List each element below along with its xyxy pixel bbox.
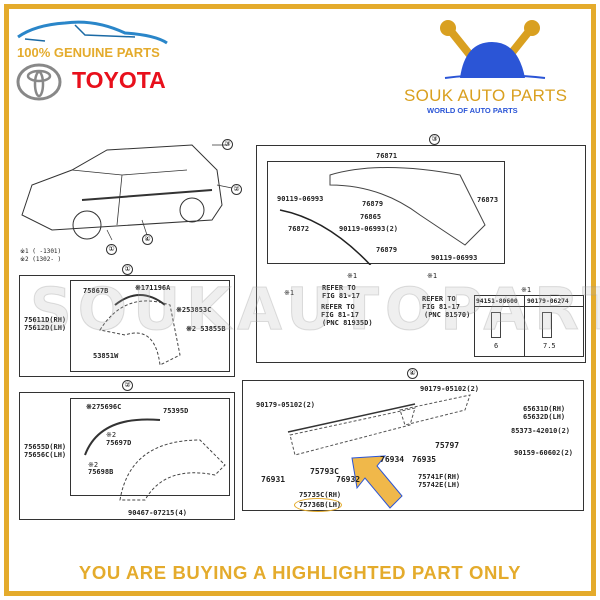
part-label: ※2 xyxy=(106,431,117,439)
panel1-title: ① xyxy=(122,264,133,275)
panel-1-inner xyxy=(70,280,230,372)
panel-4 xyxy=(242,380,584,511)
part-label: 76872 xyxy=(288,225,310,233)
part-label: 75697D xyxy=(106,439,132,447)
part-label: REFER TO xyxy=(422,295,456,303)
part-label: ※275696C xyxy=(86,403,122,411)
part-label: REFER TO xyxy=(322,284,356,292)
spoiler-drawing xyxy=(279,167,486,265)
part-label: 90119-06993(2) xyxy=(339,225,399,233)
part-label: 90179-06274 xyxy=(527,298,569,305)
fastener-table xyxy=(474,295,584,357)
footer-disclaimer: YOU ARE BUYING A HIGHLIGHTED PART ONLY xyxy=(78,562,522,583)
part-label: FIG 81-17 xyxy=(422,303,460,311)
genuine-parts-text: 100% GENUINE PARTS xyxy=(17,45,160,60)
part-label: 75698B xyxy=(88,468,114,476)
rocker-moulding-drawing xyxy=(287,394,471,456)
part-label: ※171196A xyxy=(135,284,171,292)
highlight-ellipse xyxy=(294,498,342,512)
vehicle-overview-drawing xyxy=(21,144,233,241)
toyota-emblem xyxy=(16,63,62,101)
panel-2 xyxy=(19,392,235,520)
nut-icon xyxy=(542,312,552,338)
part-label: FIG 81-17 xyxy=(322,292,360,300)
part-label: 76865 xyxy=(360,213,382,221)
part-label: 90119-06993 xyxy=(431,254,478,262)
part-label: 76934 xyxy=(380,455,405,464)
part-label: 85373-42010(2) xyxy=(511,427,571,435)
part-label: (PNC 81570) xyxy=(424,311,471,319)
part-label: ※2 xyxy=(88,461,99,469)
car-silhouette-logo xyxy=(17,20,168,45)
part-label: 76873 xyxy=(477,196,499,204)
note-2: ※2 (1302- ) xyxy=(20,256,62,263)
highlight-arrow-icon xyxy=(351,455,403,509)
gold-frame xyxy=(4,4,596,596)
souk-wrench-logo xyxy=(440,20,546,79)
part-label: 90467-07215(4) xyxy=(128,509,188,517)
part-label: ※1 xyxy=(284,289,295,297)
part-label: 75742E(LH) xyxy=(418,481,461,489)
part-label: 90159-60602(2) xyxy=(514,449,574,457)
highlighted-part-label: 75736B(LH) xyxy=(299,501,342,509)
part-label: 75741F(RH) xyxy=(418,473,461,481)
divider xyxy=(524,295,525,357)
panel-3-inner xyxy=(267,161,505,264)
part-label: 75867B xyxy=(83,287,109,295)
shop-tagline: WORLD OF AUTO PARTS xyxy=(427,106,518,115)
part-label: 76879 xyxy=(362,200,384,208)
part-label: ※253853C xyxy=(176,306,212,314)
part-label: 90119-06993 xyxy=(277,195,324,203)
nut-icon xyxy=(491,312,501,338)
part-label: 75735C(RH) xyxy=(299,491,342,499)
part-label: 75793C xyxy=(310,467,339,476)
part-label: ※1 xyxy=(521,286,532,294)
part-label: ※1 xyxy=(347,272,358,280)
part-label: (PNC 81935D) xyxy=(322,319,373,327)
part-label: 53851W xyxy=(93,352,119,360)
dimension-label: 6 xyxy=(494,342,499,350)
panel-1 xyxy=(19,275,235,377)
panel3-title: ③ xyxy=(429,134,440,145)
part-label: ※1 xyxy=(427,272,438,280)
part-label: 90179-05102(2) xyxy=(256,401,316,409)
note-1: ※1 ( -1301) xyxy=(20,248,62,255)
part-label: 90179-05102(2) xyxy=(420,385,480,393)
rear-fender-drawing xyxy=(84,418,226,501)
part-label: 65631D(RH) xyxy=(523,405,566,413)
part-label: 75656C(LH) xyxy=(24,451,67,459)
divider xyxy=(474,306,584,307)
part-label: 75655D(RH) xyxy=(24,443,67,451)
part-label: 75797 xyxy=(435,441,460,450)
panel-3 xyxy=(256,145,586,363)
part-label: 76871 xyxy=(376,152,398,160)
part-label: 76931 xyxy=(261,475,286,484)
part-label: 75395D xyxy=(163,407,189,415)
toyota-wordmark: TOYOTA xyxy=(72,67,166,93)
part-label: 75612D(LH) xyxy=(24,324,67,332)
part-label: 76932 xyxy=(336,475,361,484)
part-label: 76935 xyxy=(412,455,437,464)
callout-3: ③ xyxy=(222,139,233,150)
part-label: 94151-80600 xyxy=(476,298,518,305)
panel2-title: ② xyxy=(122,380,133,391)
shop-name: SOUK AUTO PARTS xyxy=(404,86,568,105)
callout-1: ① xyxy=(106,244,117,255)
part-label: 75611D(RH) xyxy=(24,316,67,324)
part-label: 65632D(LH) xyxy=(523,413,566,421)
fender-arch-drawing xyxy=(99,294,181,366)
part-label: 76879 xyxy=(376,246,398,254)
part-label: REFER TO xyxy=(321,303,355,311)
part-label: FIG 81-17 xyxy=(321,311,359,319)
callout-2: ② xyxy=(231,184,242,195)
callout-4: ④ xyxy=(142,234,153,245)
part-label: ※2 53855B xyxy=(186,325,226,333)
panel-2-inner xyxy=(70,398,230,496)
panel4-title: ④ xyxy=(407,368,418,379)
dimension-label: 7.5 xyxy=(543,342,556,350)
